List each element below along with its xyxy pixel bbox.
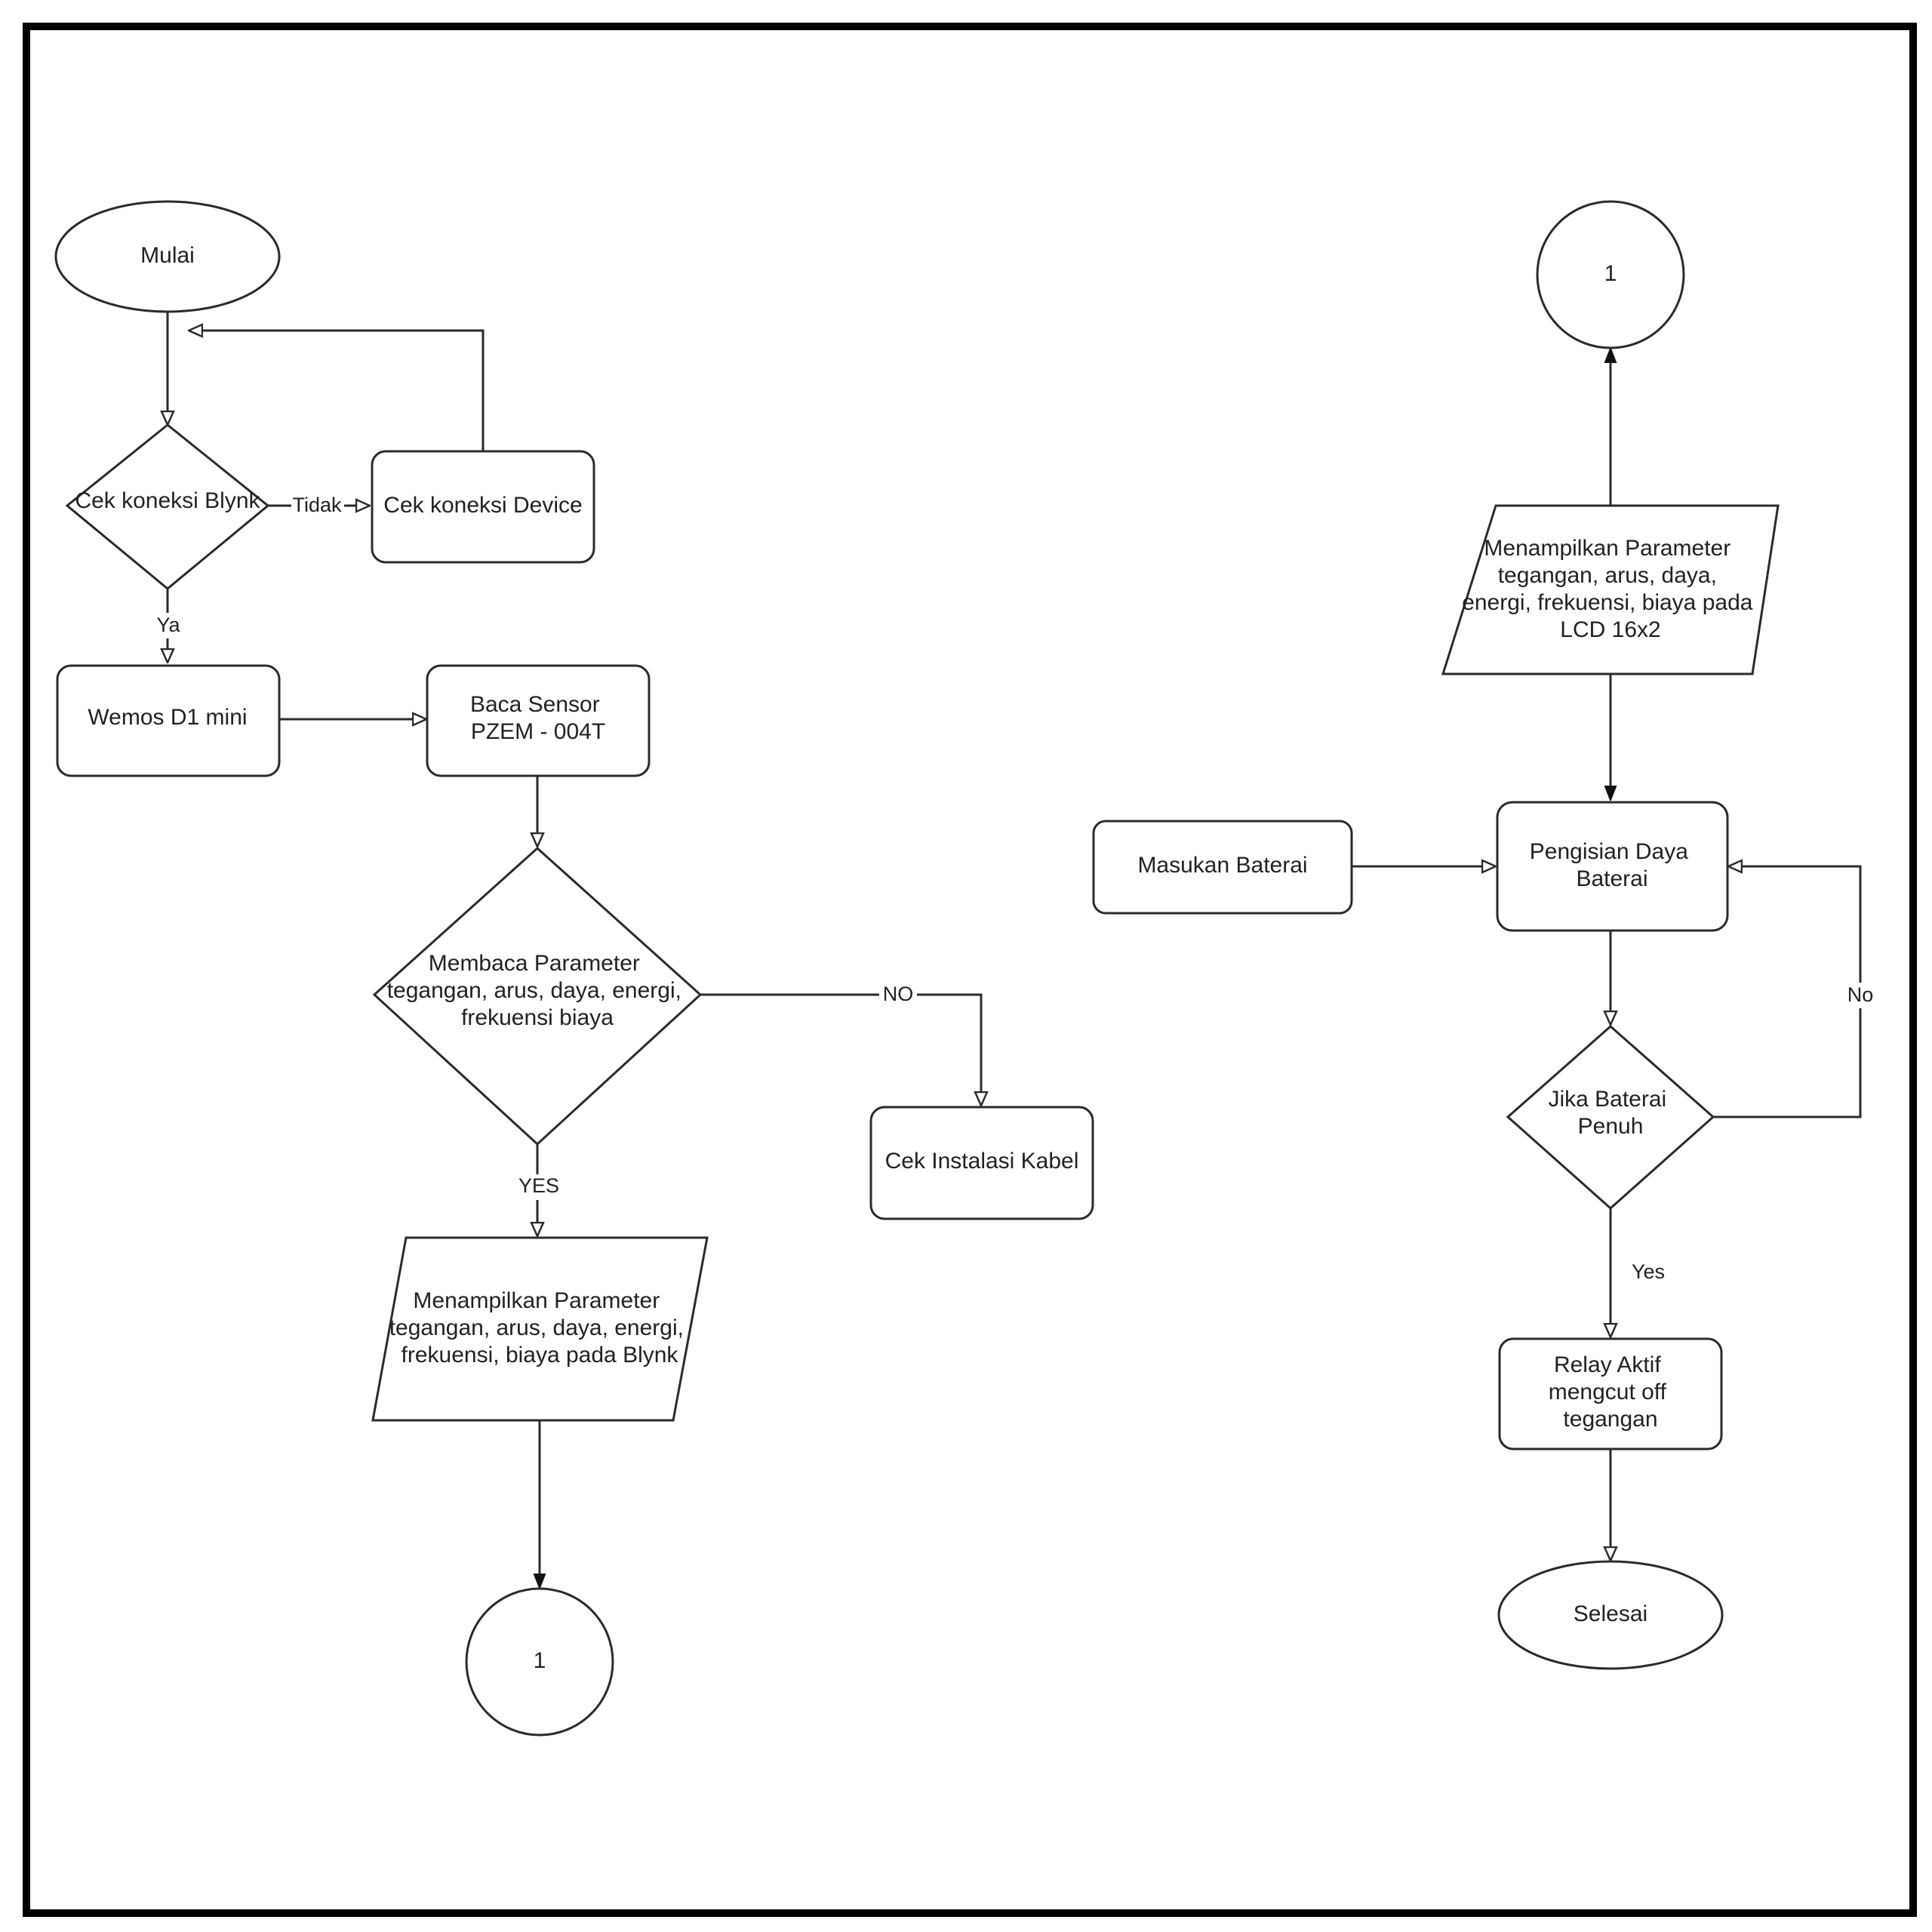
process-cek-instalasi-kabel-label: Cek Instalasi Kabel (885, 1149, 1079, 1174)
process-wemos-d1-mini[interactable]: Wemos D1 mini (56, 664, 281, 777)
edge-label-tidak: Tidak (291, 492, 344, 519)
process-wemos-label: Wemos D1 mini (88, 705, 247, 730)
edge-label-yes: Yes (1632, 1260, 1665, 1283)
process-relay-aktif[interactable]: Relay Aktif mengcut off tegangan (1498, 1337, 1723, 1451)
edge-label-no: No (1844, 983, 1877, 1008)
start-terminator[interactable]: Mulai (54, 200, 281, 313)
decision-cek-koneksi-blynk-label: Cek koneksi Blynk (75, 488, 260, 513)
decision-jika-baterai-penuh[interactable]: Jika Baterai Penuh (1506, 1024, 1715, 1211)
decision-membaca-parameter-label: Membaca Parameter tegangan, arus, daya, … (387, 951, 688, 1030)
process-relay-aktif-label: Relay Aktif mengcut off tegangan (1549, 1352, 1673, 1432)
process-baca-sensor[interactable]: Baca Sensor PZEM - 004T (426, 664, 651, 777)
svg-text:Tidak: Tidak (292, 494, 342, 516)
edge-membaca-to-kabel-no (700, 993, 981, 1106)
decision-jika-baterai-penuh-label: Jika Baterai Penuh (1548, 1087, 1672, 1139)
connector-left[interactable]: 1 (465, 1587, 614, 1737)
edge-label-yes-upper: YES (516, 1174, 561, 1200)
svg-text:No: No (1847, 983, 1874, 1006)
start-label: Mulai (140, 243, 195, 268)
svg-text:YES: YES (518, 1174, 559, 1197)
edge-label-ya: Ya (153, 613, 183, 638)
end-terminator[interactable]: Selesai (1497, 1560, 1724, 1670)
io-tampil-lcd-label: Menampilkan Parameter tegangan, arus, da… (1462, 536, 1759, 642)
process-cek-koneksi-device-label: Cek koneksi Device (383, 493, 582, 518)
process-pengisian-daya-label: Pengisian Daya Baterai (1530, 839, 1694, 891)
process-baca-sensor-label: Baca Sensor PZEM - 004T (470, 692, 606, 744)
io-tampil-blynk-label: Menampilkan Parameter tegangan, arus, da… (389, 1288, 691, 1367)
edge-jika-to-pengisian-no (1713, 866, 1862, 1118)
connector-right[interactable]: 1 (1536, 200, 1685, 349)
edge-cek-device-loop-back (189, 331, 485, 451)
svg-text:Ya: Ya (156, 614, 180, 636)
io-tampil-lcd[interactable]: Menampilkan Parameter tegangan, arus, da… (1441, 504, 1780, 675)
decision-membaca-parameter[interactable]: Membaca Parameter tegangan, arus, daya, … (372, 846, 703, 1146)
decision-cek-koneksi-blynk[interactable]: Cek koneksi Blynk (65, 423, 270, 590)
process-masukan-baterai-label: Masukan Baterai (1137, 853, 1307, 878)
process-masukan-baterai[interactable]: Masukan Baterai (1092, 820, 1353, 915)
connector-left-label: 1 (534, 1648, 546, 1673)
connector-right-label: 1 (1604, 261, 1617, 286)
process-cek-koneksi-device[interactable]: Cek koneksi Device (371, 450, 595, 564)
end-label: Selesai (1574, 1601, 1647, 1626)
svg-text:NO: NO (883, 983, 914, 1005)
process-pengisian-daya[interactable]: Pengisian Daya Baterai (1496, 801, 1729, 932)
edge-label-no-upper: NO (879, 983, 917, 1008)
process-cek-instalasi-kabel[interactable]: Cek Instalasi Kabel (869, 1106, 1094, 1220)
io-tampil-blynk[interactable]: Menampilkan Parameter tegangan, arus, da… (371, 1236, 709, 1422)
